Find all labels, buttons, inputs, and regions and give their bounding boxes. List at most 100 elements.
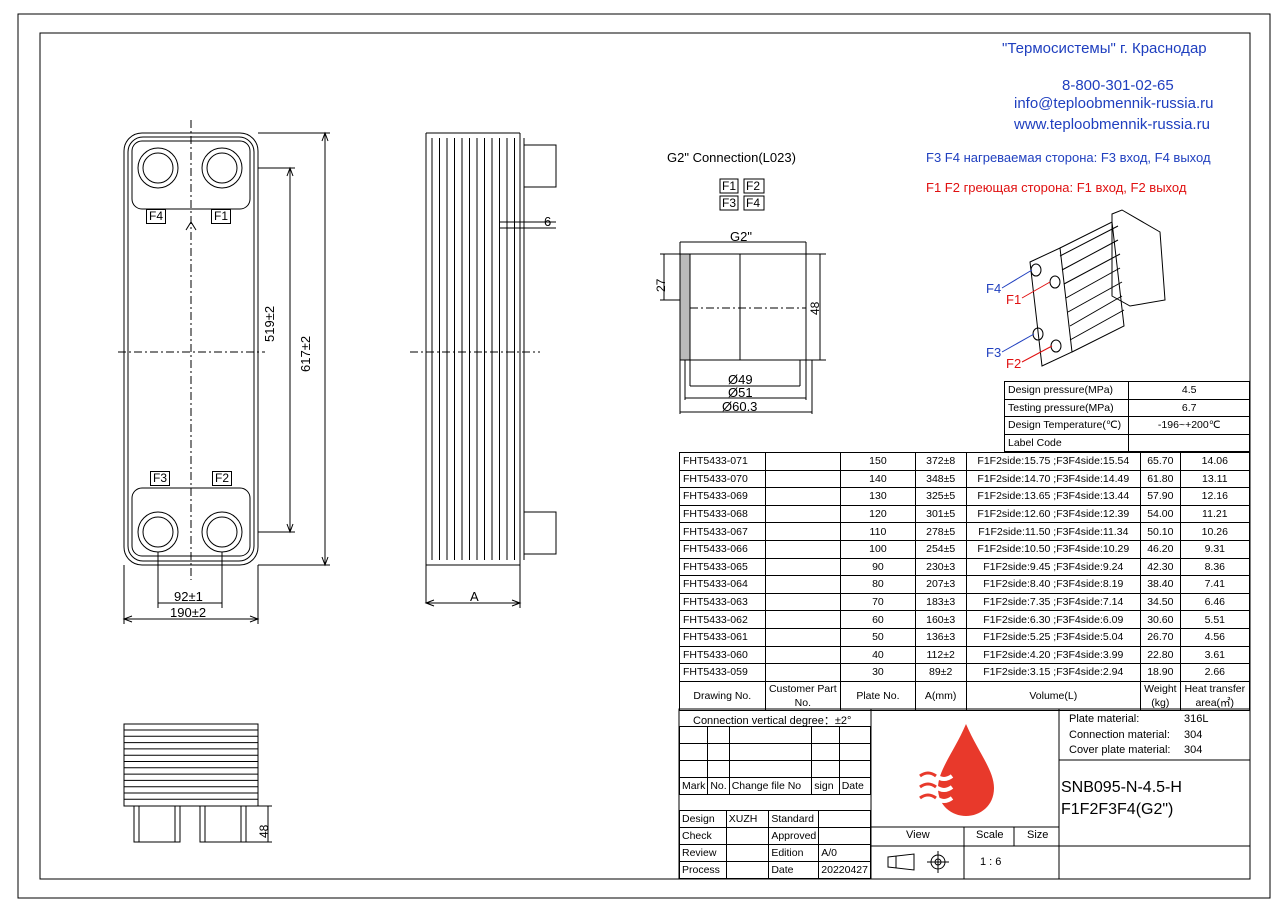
approved-label: Approved [768, 827, 820, 845]
cell-plate-no: 70 [840, 592, 916, 612]
edition-label: Edition [768, 844, 820, 862]
cell-weight: 65.70 [1140, 452, 1181, 471]
cell-plate-no: 120 [840, 504, 916, 524]
port-circle [201, 511, 243, 553]
cell-heat-area: 13.11 [1179, 469, 1251, 489]
outer-frame [17, 13, 1271, 899]
cell-heat-area: 12.16 [1179, 487, 1251, 506]
design-param-row: Testing pressure(MPa)6.7 [1003, 398, 1250, 418]
phone-number: 8-800-301-02-65 [1062, 77, 1174, 94]
cell-customer-part-no [764, 575, 842, 594]
process-label: Process [679, 861, 727, 879]
cell-weight: 38.40 [1140, 575, 1181, 594]
view-label: View [906, 829, 930, 841]
header-customer-part-no: Customer Part No. [764, 680, 842, 711]
cell-plate-no: 110 [840, 522, 916, 541]
dim-48-bottom: 48 [257, 824, 271, 838]
cell-volume: F1F2side:15.75 ;F3F4side:15.54 [965, 452, 1142, 471]
header-weight: Weight (kg) [1140, 680, 1181, 711]
cell-heat-area: 10.26 [1179, 522, 1251, 541]
revision-table: Mark No. Change file No sign Date [678, 726, 872, 795]
website-link[interactable]: www.teploobmennik-russia.ru [1014, 116, 1210, 133]
cell-weight: 61.80 [1140, 469, 1181, 489]
dim-48-conn: 48 [808, 301, 822, 315]
plate-fins [431, 138, 515, 560]
cell-customer-part-no [764, 452, 842, 471]
design-param-label: Design Temperature(℃) [1003, 416, 1130, 435]
cover-material-value: 304 [1184, 744, 1203, 756]
design-param-value [1128, 433, 1250, 453]
cell-volume: F1F2side:12.60 ;F3F4side:12.39 [965, 504, 1142, 524]
cell-volume: F1F2side:14.70 ;F3F4side:14.49 [965, 469, 1142, 489]
cell-heat-area: 5.51 [1179, 610, 1251, 629]
iso-label-f1: F1 [1006, 292, 1022, 307]
note-heated-side: F3 F4 нагреваемая сторона: F3 вход, F4 в… [926, 150, 1211, 165]
date-label: Date [768, 861, 820, 879]
cell-drawing-no: FHT5433-063 [679, 592, 766, 612]
bottom-view [123, 723, 272, 843]
conn-port-f3: F3 [722, 196, 737, 210]
cell-customer-part-no [764, 469, 842, 489]
design-param-label: Design pressure(MPa) [1003, 381, 1130, 400]
dim-519: 519±2 [262, 305, 277, 342]
edition-value: A/0 [818, 844, 871, 862]
cell-customer-part-no [764, 627, 842, 647]
dim-27: 27 [654, 278, 668, 292]
email-link[interactable]: info@teploobmennik-russia.ru [1014, 95, 1214, 112]
design-param-value: 6.7 [1128, 398, 1250, 418]
model-connections: F1F2F3F4(G2") [1061, 801, 1174, 818]
cell-volume: F1F2side:3.15 ;F3F4side:2.94 [965, 663, 1142, 682]
cell-weight: 46.20 [1140, 539, 1181, 559]
design-param-label: Label Code [1003, 433, 1130, 453]
isometric-view [1001, 209, 1166, 367]
rev-no: No. [707, 777, 730, 795]
cell-volume: F1F2side:8.40 ;F3F4side:8.19 [965, 575, 1142, 594]
cell-a-mm: 372±8 [914, 452, 967, 471]
cell-a-mm: 325±5 [914, 487, 967, 506]
cell-a-mm: 348±5 [914, 469, 967, 489]
designer-name: XUZH [725, 810, 770, 828]
cell-heat-area: 3.61 [1179, 645, 1251, 665]
scale-value: 1 : 6 [980, 856, 1002, 868]
conn-port-f4: F4 [746, 196, 761, 210]
cell-plate-no: 150 [840, 452, 916, 471]
check-label: Check [679, 827, 727, 845]
cell-heat-area: 7.41 [1179, 575, 1251, 594]
plate-material-value: 316L [1184, 713, 1209, 725]
cell-customer-part-no [764, 539, 842, 559]
header-plate-no: Plate No. [840, 680, 916, 711]
cell-drawing-no: FHT5433-067 [679, 522, 766, 541]
cell-drawing-no: FHT5433-066 [679, 539, 766, 559]
cell-a-mm: 160±3 [914, 610, 967, 629]
design-param-label: Testing pressure(MPa) [1003, 398, 1130, 418]
cell-volume: F1F2side:9.45 ;F3F4side:9.24 [965, 557, 1142, 577]
cell-a-mm: 207±3 [914, 575, 967, 594]
inner-frame [39, 32, 1251, 880]
cell-weight: 34.50 [1140, 592, 1181, 612]
cell-volume: F1F2side:13.65 ;F3F4side:13.44 [965, 487, 1142, 506]
cell-drawing-no: FHT5433-071 [679, 452, 766, 471]
cell-heat-area: 9.31 [1179, 539, 1251, 559]
cell-weight: 57.90 [1140, 487, 1181, 506]
approval-table: Design XUZH Standard Check Approved Revi… [679, 810, 871, 879]
connection-detail [660, 178, 826, 414]
dim-a: A [470, 589, 479, 604]
port-circle [137, 511, 179, 553]
cell-weight: 42.30 [1140, 557, 1181, 577]
cell-drawing-no: FHT5433-068 [679, 504, 766, 524]
port-label-f2: F2 [212, 471, 233, 486]
cell-heat-area: 4.56 [1179, 627, 1251, 647]
cell-plate-no: 40 [840, 645, 916, 665]
cell-heat-area: 8.36 [1179, 557, 1251, 577]
port-label-f1: F1 [211, 209, 232, 224]
cell-a-mm: 136±3 [914, 627, 967, 647]
